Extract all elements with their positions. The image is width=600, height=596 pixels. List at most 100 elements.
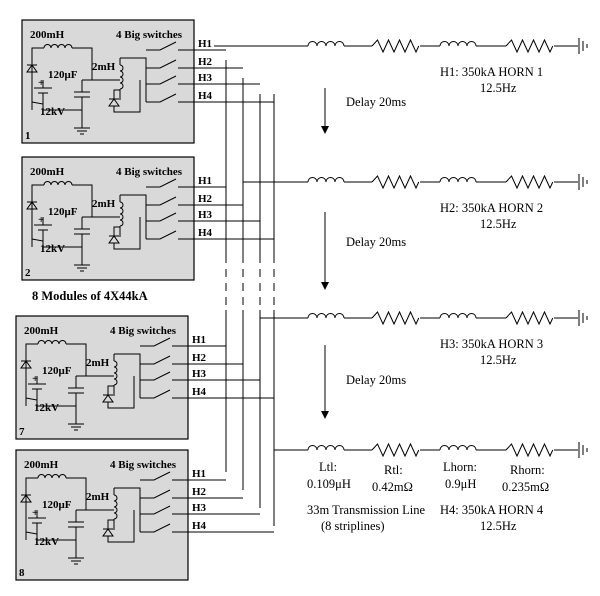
- switches-label: 4 Big switches: [110, 325, 177, 337]
- capacitor-label: 120μF: [42, 365, 72, 377]
- voltage-label: 12kV: [34, 536, 59, 548]
- output-label-h3: H3: [192, 502, 207, 514]
- output-label-h2: H2: [192, 486, 207, 498]
- wire: [25, 397, 76, 407]
- switch-icon: [140, 489, 194, 499]
- inductor-200mh-label: 200mH: [30, 29, 65, 41]
- horn-frequency: 12.5Hz: [480, 353, 517, 367]
- plus-sign: +: [38, 77, 44, 89]
- switch-icon: [146, 41, 200, 51]
- wire: [31, 238, 82, 248]
- battery-icon: [34, 217, 52, 241]
- lhorn-value: 0.9μH: [445, 477, 476, 491]
- rhorn-name: Rhorn:: [510, 463, 545, 477]
- wire: [25, 477, 38, 485]
- switch-icon: [140, 523, 194, 533]
- transmission-resistor-icon: [371, 38, 420, 54]
- plus-sign: +: [32, 373, 38, 385]
- output-label-h3: H3: [192, 368, 207, 380]
- switches-label: 4 Big switches: [116, 166, 183, 178]
- module-number: 1: [25, 130, 31, 142]
- inductor-2mh-label: 2mH: [86, 491, 110, 503]
- inductor-200mh-label: 200mH: [24, 459, 59, 471]
- inductor-200mh-icon: [37, 474, 67, 479]
- switch-icon: [140, 337, 194, 347]
- wire: [25, 343, 38, 351]
- output-label-h3: H3: [198, 72, 213, 84]
- delay-label: Delay 20ms: [346, 373, 406, 387]
- horn-resistor-icon: [505, 38, 554, 54]
- lhorn-name: Lhorn:: [443, 460, 477, 474]
- diode-icon: [26, 201, 38, 210]
- module-number: 2: [25, 267, 31, 279]
- ground-icon: [68, 423, 84, 431]
- ground-icon: [68, 557, 84, 565]
- transmission-inductor-icon: [307, 177, 345, 183]
- rtl-name: Rtl:: [384, 463, 403, 477]
- switch-icon: [140, 505, 194, 515]
- transmission-inductor-icon: [307, 41, 345, 47]
- horn-inductor-icon: [439, 41, 477, 47]
- rhorn-value: 0.235mΩ: [502, 480, 549, 494]
- switch-rail: [114, 353, 141, 398]
- module-number: 8: [19, 567, 25, 579]
- wire: [107, 376, 135, 409]
- plus-sign: +: [38, 214, 44, 226]
- wire: [72, 47, 93, 80]
- horn-frequency: 12.5Hz: [480, 81, 517, 95]
- output-label-h1: H1: [198, 38, 212, 50]
- wire: [107, 510, 135, 543]
- switch-icon: [140, 471, 194, 481]
- horn-frequency: 12.5Hz: [480, 217, 517, 231]
- switch-rail: [114, 487, 141, 532]
- capacitor-label: 120μF: [48, 206, 78, 218]
- inductor-200mh-icon: [43, 181, 73, 186]
- capacitor-label: 120μF: [42, 499, 72, 511]
- ground-icon: [74, 264, 90, 272]
- modules-caption: 8 Modules of 4X44kA: [32, 289, 148, 303]
- switch-icon: [140, 355, 194, 365]
- transmission-resistor-icon: [371, 174, 420, 190]
- switch-rail: [120, 194, 147, 239]
- horn-resistor-icon: [505, 174, 554, 190]
- horn-inductor-icon: [439, 445, 477, 451]
- ground-icon: [578, 310, 588, 326]
- transmission-resistor-icon: [371, 442, 420, 458]
- diode-icon: [20, 360, 32, 369]
- horn-label: H2: 350kA HORN 2: [440, 201, 543, 215]
- capacitor-icon: [68, 510, 84, 558]
- output-label-h3: H3: [198, 209, 213, 221]
- inductor-2mh-icon: [113, 494, 118, 520]
- inductor-200mh-label: 200mH: [24, 325, 59, 337]
- battery-icon: [28, 510, 46, 534]
- output-label-h4: H4: [198, 90, 213, 102]
- delay-label: Delay 20ms: [346, 235, 406, 249]
- horn-line-4: H4: 350kA HORN 412.5Hz: [300, 442, 588, 533]
- inductor-2mh-icon: [119, 201, 124, 227]
- delay-arrows: Delay 20ms Delay 20ms Delay 20ms: [321, 88, 406, 419]
- component-labels: Ltl: 0.109μH Rtl: 0.42mΩ Lhorn: 0.9μH Rh…: [307, 460, 549, 533]
- ground-icon: [578, 442, 588, 458]
- transmission-line-label: 33m Transmission Line: [307, 503, 426, 517]
- output-label-h4: H4: [192, 520, 207, 532]
- horn-resistor-icon: [505, 442, 554, 458]
- output-label-h1: H1: [192, 334, 206, 346]
- wire: [25, 531, 76, 541]
- horn-label: H3: 350kA HORN 3: [440, 337, 543, 351]
- switch-rail: [120, 57, 147, 102]
- wire: [113, 80, 141, 113]
- output-label-h1: H1: [192, 468, 206, 480]
- transmission-inductor-icon: [307, 445, 345, 451]
- switch-icon: [146, 178, 200, 188]
- horn-line-1: H1: 350kA HORN 112.5Hz: [300, 38, 588, 95]
- transmission-resistor-icon: [371, 310, 420, 326]
- diode-icon: [26, 64, 38, 73]
- switches-label: 4 Big switches: [116, 29, 183, 41]
- rtl-value: 0.42mΩ: [372, 480, 413, 494]
- capacitor-icon: [74, 217, 90, 265]
- output-bus-wires: [214, 45, 300, 526]
